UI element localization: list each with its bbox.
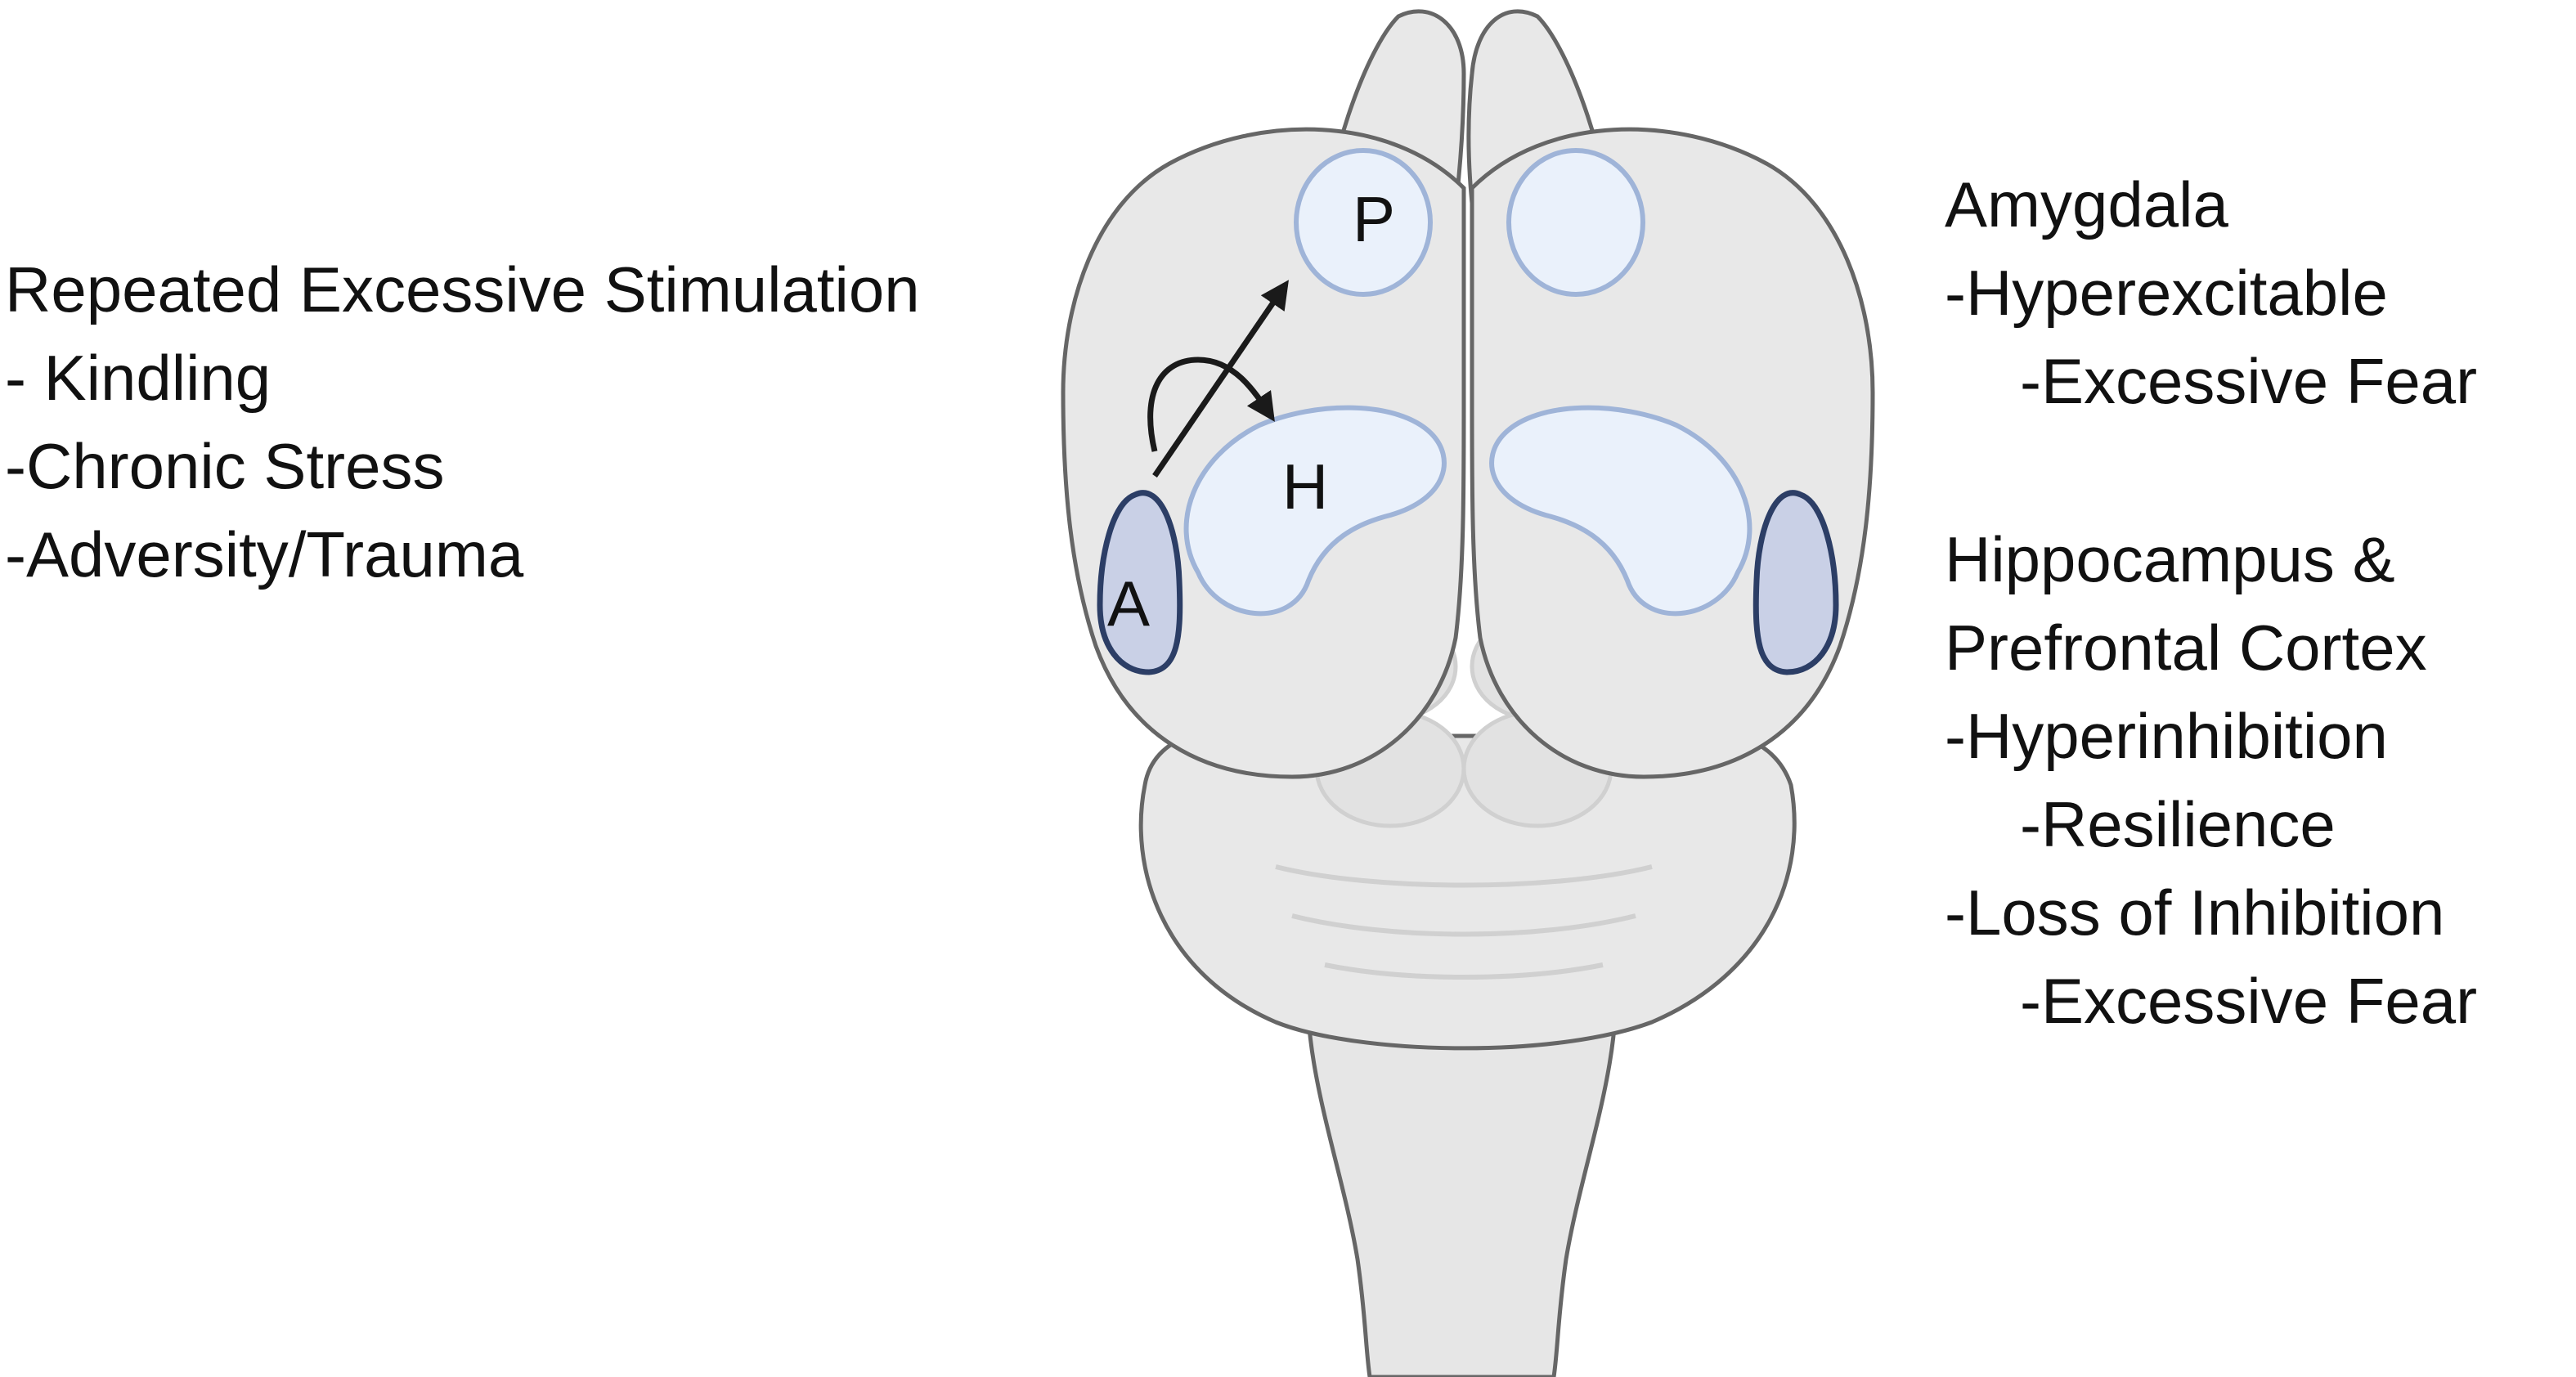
prefrontal-region-left [1294,148,1433,297]
prefrontal-label: P [1353,183,1395,255]
hippocampus-pfc-outcome: -Resilience [2020,788,2336,860]
cerebellum-fold [1324,962,1604,980]
stimulation-item: - Kindling [5,342,272,414]
amygdala-region-left [1097,490,1183,675]
cerebellum-fold [1291,913,1636,937]
amygdala-title: Amygdala [1945,168,2228,240]
brain-stem [1305,962,1618,1377]
arrow-to-hippocampus [1147,357,1275,452]
amygdala-label: A [1107,567,1150,639]
hippocampus-pfc-effect: -Loss of Inhibition [1945,877,2445,949]
cerebellum-fold [1275,864,1653,888]
hippocampus-pfc-title: Hippocampus & [1945,523,2395,595]
hippocampus-pfc-title: Prefrontal Cortex [1945,612,2427,684]
amygdala-outcome: -Excessive Fear [2020,345,2478,417]
amygdala-region-right [1752,490,1839,675]
hippocampus-pfc-effect: -Hyperinhibition [1945,700,2388,772]
stimulation-item: -Chronic Stress [5,430,445,502]
hippocampus-region-right [1489,405,1752,617]
stimulation-text-block: Repeated Excessive Stimulation - Kindlin… [5,245,920,599]
stimulation-title: Repeated Excessive Stimulation [5,253,920,325]
prefrontal-region-right [1506,148,1645,297]
arrow-to-prefrontal [1152,280,1289,478]
amygdala-text-block: Amygdala -Hyperexcitable -Excessive Fear [1945,160,2477,425]
hippocampus-label: H [1282,451,1328,523]
hippocampus-region-left [1183,405,1447,617]
hippocampus-pfc-text-block: Hippocampus & Prefrontal Cortex -Hyperin… [1945,515,2477,1045]
amygdala-effect: -Hyperexcitable [1945,257,2388,329]
stimulation-item: -Adversity/Trauma [5,518,524,590]
hippocampus-pfc-outcome: -Excessive Fear [2020,965,2478,1037]
